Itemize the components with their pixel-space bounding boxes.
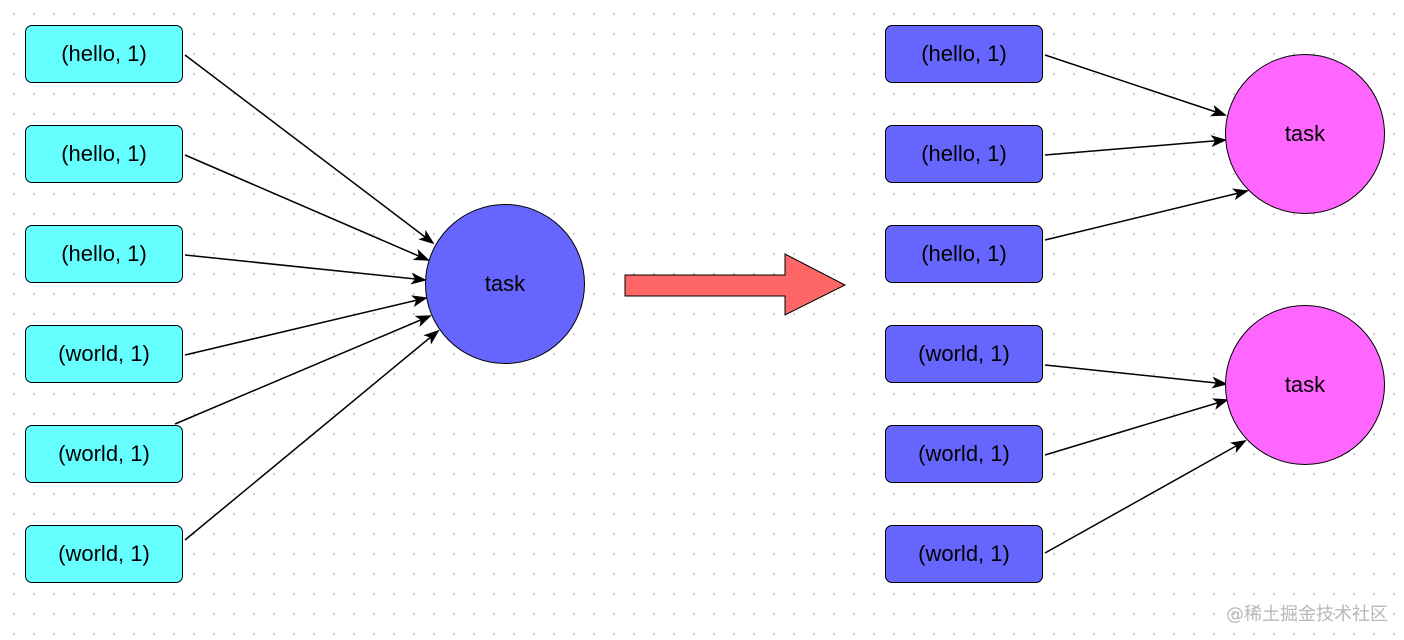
edge-right-5 [1044,398,1229,456]
edge-right-1 [1044,54,1227,117]
edge-left-2 [184,154,430,261]
edge-left-1 [184,54,435,245]
left-pair-2: (hello, 1) [25,125,183,183]
left-pair-4: (world, 1) [25,325,183,383]
edge-right-4 [1044,364,1228,389]
right-pair-6: (world, 1) [885,525,1043,583]
right-pair-1: (hello, 1) [885,25,1043,83]
left-pair-1: (hello, 1) [25,25,183,83]
right-pair-5: (world, 1) [885,425,1043,483]
right-pair-4: (world, 1) [885,325,1043,383]
left-pair-5: (world, 1) [25,425,183,483]
single-task-node: task [425,204,585,364]
right-pair-3: (hello, 1) [885,225,1043,283]
edge-right-3 [1044,188,1249,241]
left-pair-6: (world, 1) [25,525,183,583]
watermark: @稀土掘金技术社区 [1226,604,1388,625]
edge-left-3 [184,254,427,285]
single-task-label: task [484,271,526,296]
hello-task-label: task [1284,121,1326,146]
left-pair-3: (hello, 1) [25,225,183,283]
hello-task-node: task [1225,54,1385,214]
right-pair-2: (hello, 1) [885,125,1043,183]
world-task-label: task [1284,372,1326,397]
world-task-node: task [1225,305,1385,465]
edge-left-4 [184,295,428,356]
transform-arrow [624,253,847,316]
edge-left-6 [184,329,440,541]
edge-right-2 [1044,135,1227,156]
edge-left-5 [174,315,432,425]
edge-right-6 [1044,440,1247,554]
